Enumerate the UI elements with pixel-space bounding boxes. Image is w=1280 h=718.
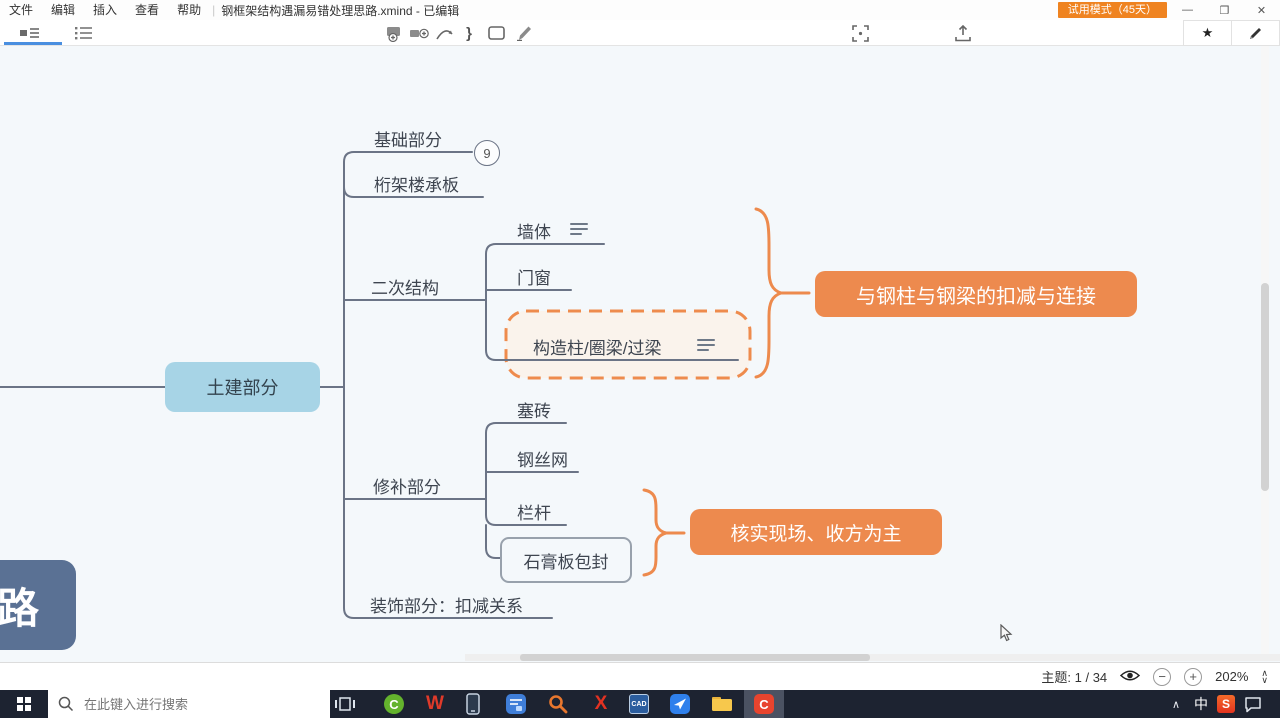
file-explorer-icon[interactable] <box>710 692 734 716</box>
root-topic-fragment[interactable]: 路 <box>0 560 76 650</box>
camtasia-recorder-icon[interactable]: C <box>752 692 776 716</box>
tray-expand-chevron[interactable]: ∧ <box>1171 698 1181 711</box>
x-tool-icon[interactable]: X <box>594 693 608 714</box>
topic-doors-windows[interactable]: 门窗 <box>517 269 551 288</box>
close-button[interactable]: ✕ <box>1256 4 1267 17</box>
horizontal-scrollbar-track <box>465 654 1280 661</box>
menu-file[interactable]: 文件 <box>9 3 34 17</box>
toolbar: } ★ <box>0 20 1280 46</box>
summary-topic-steel-connection[interactable]: 与钢柱与钢梁的扣减与连接 <box>815 271 1137 317</box>
topic-structural-columns[interactable]: 构造柱/圈梁/过梁 <box>533 339 662 358</box>
topic-gypsum-board[interactable]: 石膏板包封 <box>500 537 632 583</box>
action-center-icon[interactable] <box>1240 690 1266 718</box>
zoom-level[interactable]: 202% <box>1215 669 1249 684</box>
taskbar-search-input[interactable] <box>48 695 316 713</box>
add-subtopic-icon[interactable] <box>409 23 429 43</box>
taskbar-search[interactable] <box>48 690 330 718</box>
menu-help[interactable]: 帮助 <box>177 3 202 17</box>
main-topic[interactable]: 土建部分 <box>165 362 320 412</box>
favorite-star-button[interactable]: ★ <box>1201 25 1214 40</box>
relationship-icon[interactable] <box>435 23 455 43</box>
document-title: 钢框架结构遇漏易错处理思路.xmind - 已编辑 <box>221 3 460 18</box>
zoom-fit-stepper[interactable]: ∧∨ <box>1261 667 1268 685</box>
summary-topic-site-check[interactable]: 核实现场、收方为主 <box>690 509 942 555</box>
boundary-icon[interactable] <box>486 23 506 43</box>
paper-plane-app-icon[interactable] <box>668 692 692 716</box>
topic-truss-deck[interactable]: 桁架楼承板 <box>374 176 459 195</box>
menu-view[interactable]: 查看 <box>135 3 160 17</box>
add-topic-icon[interactable] <box>384 23 404 43</box>
camtasia-icon[interactable]: C <box>382 692 406 716</box>
topic-secondary-structure[interactable]: 二次结构 <box>371 279 439 298</box>
search-icon <box>58 696 74 712</box>
task-view-icon[interactable] <box>330 690 360 718</box>
topic-brick-fill[interactable]: 塞砖 <box>517 402 551 421</box>
topic-decoration[interactable]: 装饰部分：扣减关系 <box>370 597 523 616</box>
topic-counter: 主题: 1 / 34 <box>1041 670 1108 685</box>
windows-start-button[interactable] <box>0 690 48 718</box>
presentation-eye-icon[interactable] <box>1120 669 1141 685</box>
cad-icon[interactable]: CAD <box>627 692 651 716</box>
estimating-app-icon[interactable] <box>504 692 528 716</box>
phone-app-icon[interactable] <box>461 692 485 716</box>
vertical-scrollbar-thumb[interactable] <box>1261 283 1269 491</box>
menu-insert[interactable]: 插入 <box>93 3 118 17</box>
trial-mode-badge[interactable]: 试用模式（45天） <box>1057 2 1167 18</box>
menu-separator: | <box>212 3 216 17</box>
topic-wire-mesh[interactable]: 钢丝网 <box>517 451 568 470</box>
zoom-out-button[interactable]: − <box>1153 667 1172 686</box>
sogou-input-icon[interactable]: S <box>1214 690 1238 718</box>
wps-icon[interactable]: W <box>426 693 444 714</box>
fit-map-icon[interactable] <box>850 23 870 43</box>
topic-repair[interactable]: 修补部分 <box>373 478 441 497</box>
notes-icon[interactable] <box>570 221 588 236</box>
topic-railing[interactable]: 栏杆 <box>517 504 551 523</box>
topic-wall[interactable]: 墙体 <box>517 223 551 242</box>
style-brush-button[interactable] <box>1231 21 1279 45</box>
menu-edit[interactable]: 编辑 <box>51 3 76 17</box>
summary-icon[interactable]: } <box>466 24 472 42</box>
minimize-button[interactable]: — <box>1182 4 1193 16</box>
horizontal-scrollbar-thumb[interactable] <box>520 654 870 661</box>
mouse-cursor <box>1000 624 1013 642</box>
topic-count-badge[interactable]: 9 <box>474 140 500 166</box>
maximize-button[interactable]: ❐ <box>1219 4 1230 17</box>
search-tool-icon[interactable] <box>546 692 570 716</box>
taskbar: C W X CAD C ∧ 中 S <box>0 690 1280 718</box>
zoom-in-button[interactable]: + <box>1184 667 1203 686</box>
statusbar: 主题: 1 / 34 − + 202% ∧∨ <box>0 662 1280 690</box>
share-export-icon[interactable] <box>953 23 973 43</box>
topic-foundation[interactable]: 基础部分 <box>374 131 442 150</box>
titlebar: 文件 编辑 插入 查看 帮助 | 钢框架结构遇漏易错处理思路.xmind - 已… <box>0 0 1280 20</box>
format-pencil-icon[interactable] <box>514 23 534 43</box>
outline-view-tab[interactable] <box>74 23 94 43</box>
ime-indicator[interactable]: 中 <box>1194 696 1208 712</box>
notes-icon[interactable] <box>697 337 715 352</box>
active-tab-indicator <box>4 42 62 45</box>
mindmap-view-tab[interactable] <box>20 23 40 43</box>
